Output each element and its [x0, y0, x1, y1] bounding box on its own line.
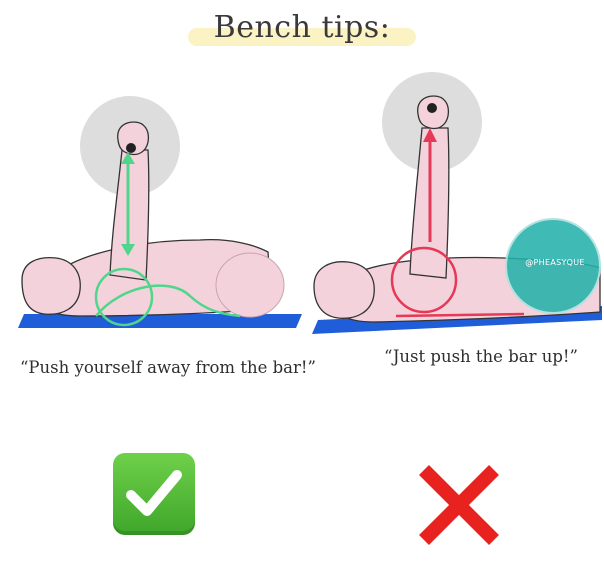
title-highlight: Bench tips:: [187, 8, 417, 49]
left-caption: “Push yourself away from the bar!”: [20, 358, 316, 377]
left-shoulder-highlight: [94, 267, 154, 327]
watermark-text: @PHEASYQUE: [525, 258, 585, 267]
left-arrow-head-up: [121, 152, 135, 164]
watermark-badge: @PHEASYQUE: [505, 218, 601, 314]
right-flat-line: [395, 312, 525, 318]
left-head: [21, 256, 81, 315]
right-caption: “Just push the bar up!”: [384, 347, 578, 366]
left-arrow-head-down: [121, 244, 135, 256]
left-arch-line: [95, 284, 241, 318]
page-title: Bench tips:: [213, 10, 391, 45]
right-shoulder-highlight: [390, 246, 458, 314]
red-cross-icon: [419, 465, 499, 545]
green-check-icon: [113, 453, 195, 535]
right-arrow-head: [423, 128, 437, 142]
title-area: Bench tips:: [0, 8, 604, 49]
left-fist: [117, 121, 150, 156]
left-illustration: [18, 96, 302, 328]
right-bar-dot: [427, 103, 437, 113]
right-head: [313, 261, 375, 319]
left-hip: [215, 252, 285, 318]
left-bench: [18, 314, 302, 328]
left-bar-dot: [126, 143, 136, 153]
